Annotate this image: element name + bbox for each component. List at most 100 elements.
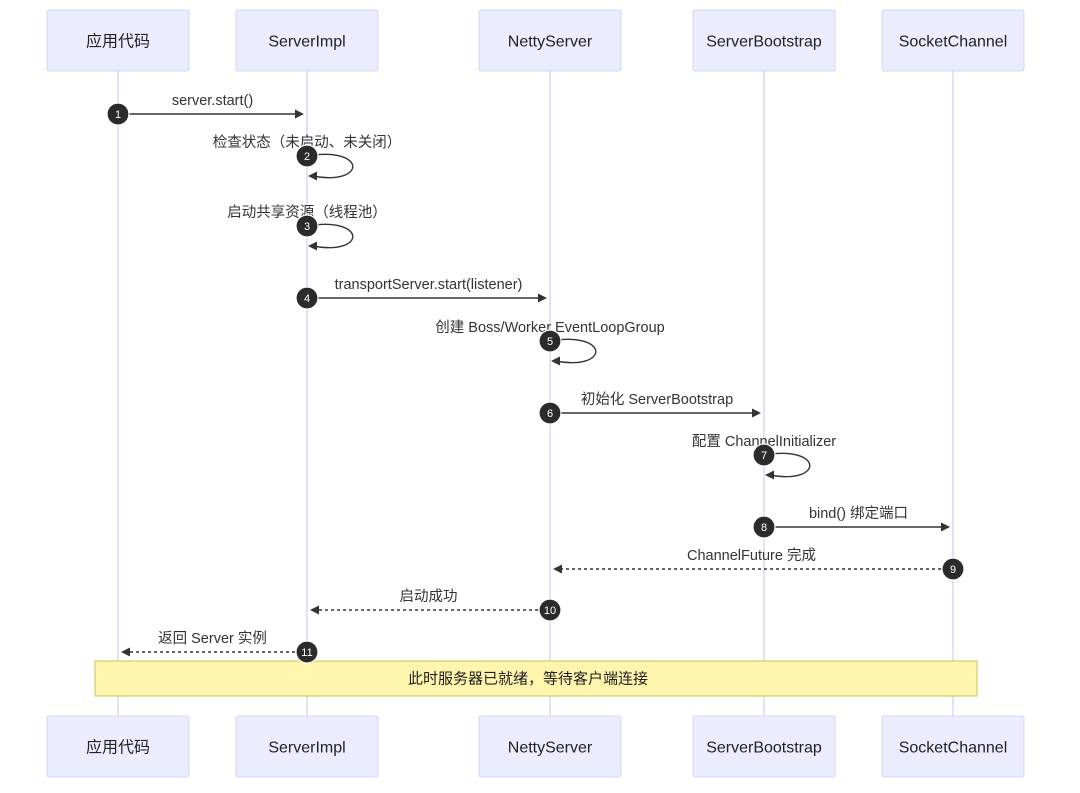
message-label: 初始化 ServerBootstrap <box>581 391 733 408</box>
actor-label: SocketChannel <box>899 34 1008 51</box>
actor-sock-top: SocketChannel <box>881 9 1025 72</box>
note-text: 此时服务器已就绪，等待客户端连接 <box>408 670 648 688</box>
actor-label: ServerImpl <box>268 34 345 51</box>
actor-label: NettyServer <box>508 34 593 51</box>
actor-box <box>235 9 379 72</box>
actor-netty-top: NettyServer <box>478 9 622 72</box>
step-badge: 5 <box>538 329 562 353</box>
message-label: server.start() <box>172 93 253 109</box>
step-badge-number: 1 <box>115 109 121 121</box>
actor-box <box>478 9 622 72</box>
step-badge-number: 2 <box>304 151 310 163</box>
step-badge: 9 <box>941 557 965 581</box>
arrow-head <box>295 109 304 119</box>
step-badge-number: 8 <box>761 522 767 534</box>
lifelines <box>117 71 954 716</box>
actor-label: ServerBootstrap <box>706 740 822 757</box>
message-9: ChannelFuture 完成 9 <box>553 547 965 581</box>
actors-top: 应用代码 ServerImpl NettyServer ServerBootstrap… <box>46 9 1025 72</box>
step-badge-circle <box>752 443 776 467</box>
actor-boot-top: ServerBootstrap <box>692 9 836 72</box>
message-label: 返回 Server 实例 <box>158 630 267 647</box>
step-badge-circle <box>295 286 319 310</box>
arrow-head <box>538 293 547 303</box>
step-badge-circle <box>538 329 562 353</box>
message-label: 配置 ChannelInitializer <box>692 433 836 450</box>
step-badge-number: 5 <box>547 336 553 348</box>
step-badge-circle <box>106 102 130 126</box>
actor-app-top: 应用代码 <box>46 9 190 72</box>
step-badge-number: 4 <box>304 293 310 305</box>
step-badge-circle <box>295 214 319 238</box>
message-11: 返回 Server 实例 11 <box>121 630 319 664</box>
step-badge-number: 9 <box>950 564 956 576</box>
actor-app-bottom: 应用代码 <box>46 715 190 778</box>
step-badge: 11 <box>295 640 319 664</box>
step-badge: 3 <box>295 214 319 238</box>
arrow-head <box>310 605 319 615</box>
step-badge: 6 <box>538 401 562 425</box>
step-badge: 4 <box>295 286 319 310</box>
step-badge-circle <box>752 515 776 539</box>
arrow-head <box>308 171 317 181</box>
step-badge-number: 6 <box>547 408 553 420</box>
step-badge: 1 <box>106 102 130 126</box>
arrow-head <box>941 522 950 532</box>
actor-box <box>881 715 1025 778</box>
arrow-head <box>553 564 562 574</box>
actor-netty-bottom: NettyServer <box>478 715 622 778</box>
self-loop-line <box>306 223 354 249</box>
message-8: bind() 绑定端口 8 <box>752 505 950 539</box>
step-badge: 8 <box>752 515 776 539</box>
message-6: 初始化 ServerBootstrap 6 <box>538 391 761 425</box>
step-badge-circle <box>538 401 562 425</box>
self-loop-line <box>306 153 354 179</box>
actor-label: ServerImpl <box>268 740 345 757</box>
arrow-head <box>765 470 774 480</box>
message-label: bind() 绑定端口 <box>809 505 908 522</box>
actor-label: 应用代码 <box>86 32 150 51</box>
step-badge-circle <box>295 640 319 664</box>
actor-sock-bottom: SocketChannel <box>881 715 1025 778</box>
step-badge-number: 11 <box>301 647 312 659</box>
actor-label: ServerBootstrap <box>706 34 822 51</box>
message-label: 启动成功 <box>400 588 458 605</box>
message-label: transportServer.start(listener) <box>335 277 523 293</box>
step-badge-circle <box>538 598 562 622</box>
step-badge-number: 7 <box>761 450 767 462</box>
message-4: transportServer.start(listener) 4 <box>295 277 547 310</box>
step-badge: 10 <box>538 598 562 622</box>
actor-impl-bottom: ServerImpl <box>235 715 379 778</box>
actor-boot-bottom: ServerBootstrap <box>692 715 836 778</box>
message-label: 检查状态（未启动、未关闭） <box>213 134 402 151</box>
message-label: 启动共享资源（线程池） <box>227 204 387 221</box>
message-label: ChannelFuture 完成 <box>687 547 816 564</box>
message-3: 启动共享资源（线程池）3 <box>227 204 387 251</box>
actor-box <box>692 715 836 778</box>
arrow-head <box>551 356 560 366</box>
self-loop-line <box>549 338 597 364</box>
step-badge-number: 10 <box>544 605 556 617</box>
step-badge: 2 <box>295 144 319 168</box>
step-badge: 7 <box>752 443 776 467</box>
actor-box <box>478 715 622 778</box>
actor-box <box>692 9 836 72</box>
self-loop-line <box>763 452 811 478</box>
actor-box <box>235 715 379 778</box>
message-2: 检查状态（未启动、未关闭）2 <box>213 134 402 181</box>
note-box <box>94 660 978 697</box>
actor-box <box>46 9 190 72</box>
arrow-head <box>752 408 761 418</box>
note-layer: 此时服务器已就绪，等待客户端连接 <box>94 660 978 697</box>
message-label: 创建 Boss/Worker EventLoopGroup <box>435 319 664 336</box>
messages: server.start() 1 检查状态（未启动、未关闭）2 启动共享资源（线程池）… <box>106 93 965 664</box>
step-badge-circle <box>295 144 319 168</box>
message-1: server.start() 1 <box>106 93 304 126</box>
step-badge-number: 3 <box>304 221 310 233</box>
actors-bottom: 应用代码 ServerImpl NettyServer ServerBootstrap… <box>46 715 1025 778</box>
arrow-head <box>308 241 317 251</box>
actor-impl-top: ServerImpl <box>235 9 379 72</box>
